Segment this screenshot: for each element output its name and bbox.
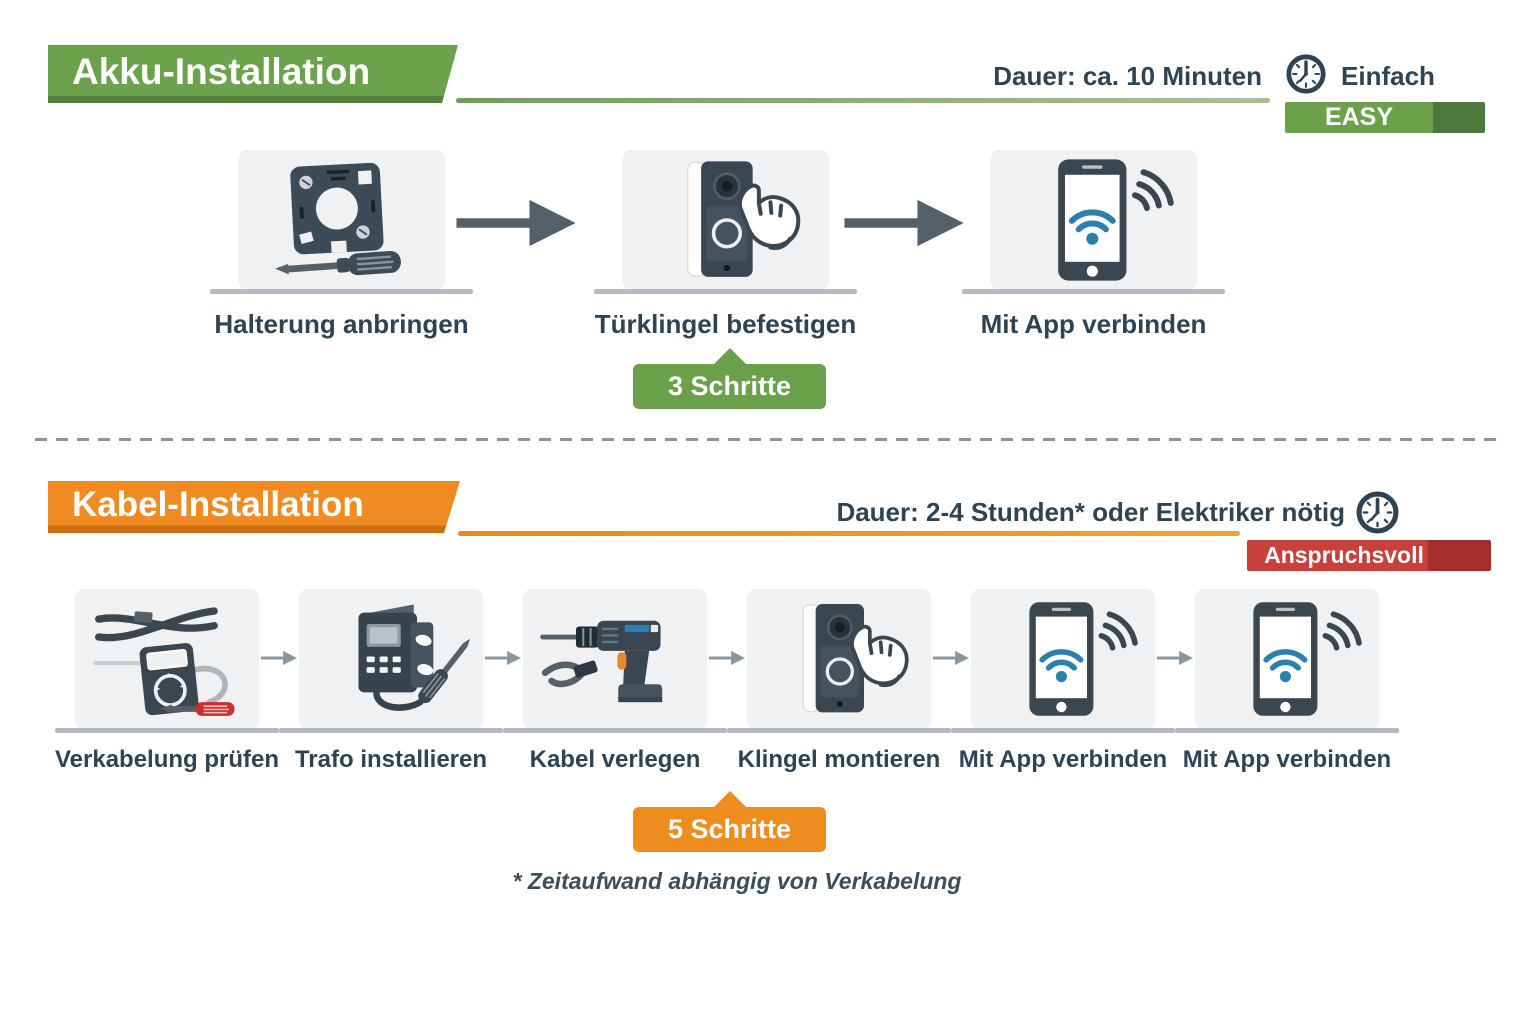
doorbell-hand-icon [755, 599, 923, 719]
phone-wifi-icon [1207, 599, 1367, 719]
step-card [523, 589, 707, 729]
step-tuerklingel-befestigen: Türklingel befestigen [594, 150, 857, 340]
phone-wifi-icon [983, 599, 1143, 719]
step-label: Trafo installieren [294, 746, 488, 773]
step-label: Verkabelung prüfen [54, 746, 280, 773]
step-card [747, 589, 931, 729]
card-base-line [55, 728, 279, 733]
card-base-line [727, 728, 951, 733]
kabel-duration-text: Dauer: 2-4 Stunden* oder Elektriker nöti… [836, 497, 1345, 527]
akku-section-title: Akku-Installation [72, 51, 371, 92]
step-label: Klingel montieren [737, 746, 941, 773]
footnote: * Zeitaufwand abhängig von Verkabelung [512, 868, 962, 894]
step-card [971, 589, 1155, 729]
multimeter-cables-icon [82, 598, 252, 720]
transformer-screwdriver-icon [306, 598, 476, 720]
akku-section-banner: Akku-Installation [48, 45, 458, 103]
doorbell-hand-icon [633, 156, 819, 284]
step-label: Mit App verbinden [980, 309, 1207, 339]
kabel-section-title: Kabel-Installation [72, 485, 364, 524]
arrow-right-icon [456, 198, 576, 248]
kabel-steps-count-badge: 5 Schritte [633, 807, 826, 852]
step-label: Kabel verlegen [529, 746, 701, 773]
step-mit-app-verbinden: Mit App verbinden [962, 150, 1225, 340]
card-base-line [279, 728, 503, 733]
step-label: Mit App verbinden [958, 746, 1168, 773]
step-klingel-montieren: Klingel montieren [727, 589, 951, 774]
step-kabel-verlegen: Kabel verlegen [503, 589, 727, 774]
akku-difficulty-label: Einfach [1341, 61, 1435, 91]
akku-difficulty-badge: EASY [1285, 102, 1485, 133]
card-base-line [210, 289, 473, 294]
card-base-line [1175, 728, 1399, 733]
card-base-line [594, 289, 857, 294]
section-divider [35, 438, 1497, 441]
step-mit-app-verbinden: Mit App verbinden [1175, 589, 1399, 774]
card-base-line [962, 289, 1225, 294]
akku-accent-line [456, 98, 1270, 103]
kabel-section-banner: Kabel-Installation [48, 481, 460, 533]
step-card [299, 589, 483, 729]
step-card [238, 150, 445, 290]
step-card [75, 589, 259, 729]
akku-steps-count-badge: 3 Schritte [633, 364, 826, 409]
mounting-plate-screwdriver-icon [246, 157, 438, 283]
step-halterung-anbringen: Halterung anbringen [210, 150, 473, 340]
akku-duration-text: Dauer: ca. 10 Minuten [993, 61, 1262, 91]
kabel-accent-line [458, 531, 1240, 536]
step-card [622, 150, 829, 290]
drill-cable-icon [530, 598, 700, 720]
arrow-right-icon [844, 198, 964, 248]
step-trafo-installieren: Trafo installieren [279, 589, 503, 774]
clock-icon [1285, 53, 1327, 95]
phone-wifi-icon [1006, 156, 1182, 284]
clock-icon [1355, 490, 1400, 535]
step-card [1195, 589, 1379, 729]
step-mit-app-verbinden: Mit App verbinden [951, 589, 1175, 774]
step-label: Türklingel befestigen [594, 309, 857, 339]
step-verkabelung-pruefen: Verkabelung prüfen [55, 589, 279, 774]
kabel-difficulty-badge: Anspruchsvoll [1247, 540, 1491, 571]
step-card [990, 150, 1197, 290]
step-label: Halterung anbringen [214, 309, 469, 339]
card-base-line [951, 728, 1175, 733]
step-label: Mit App verbinden [1182, 746, 1392, 773]
card-base-line [503, 728, 727, 733]
